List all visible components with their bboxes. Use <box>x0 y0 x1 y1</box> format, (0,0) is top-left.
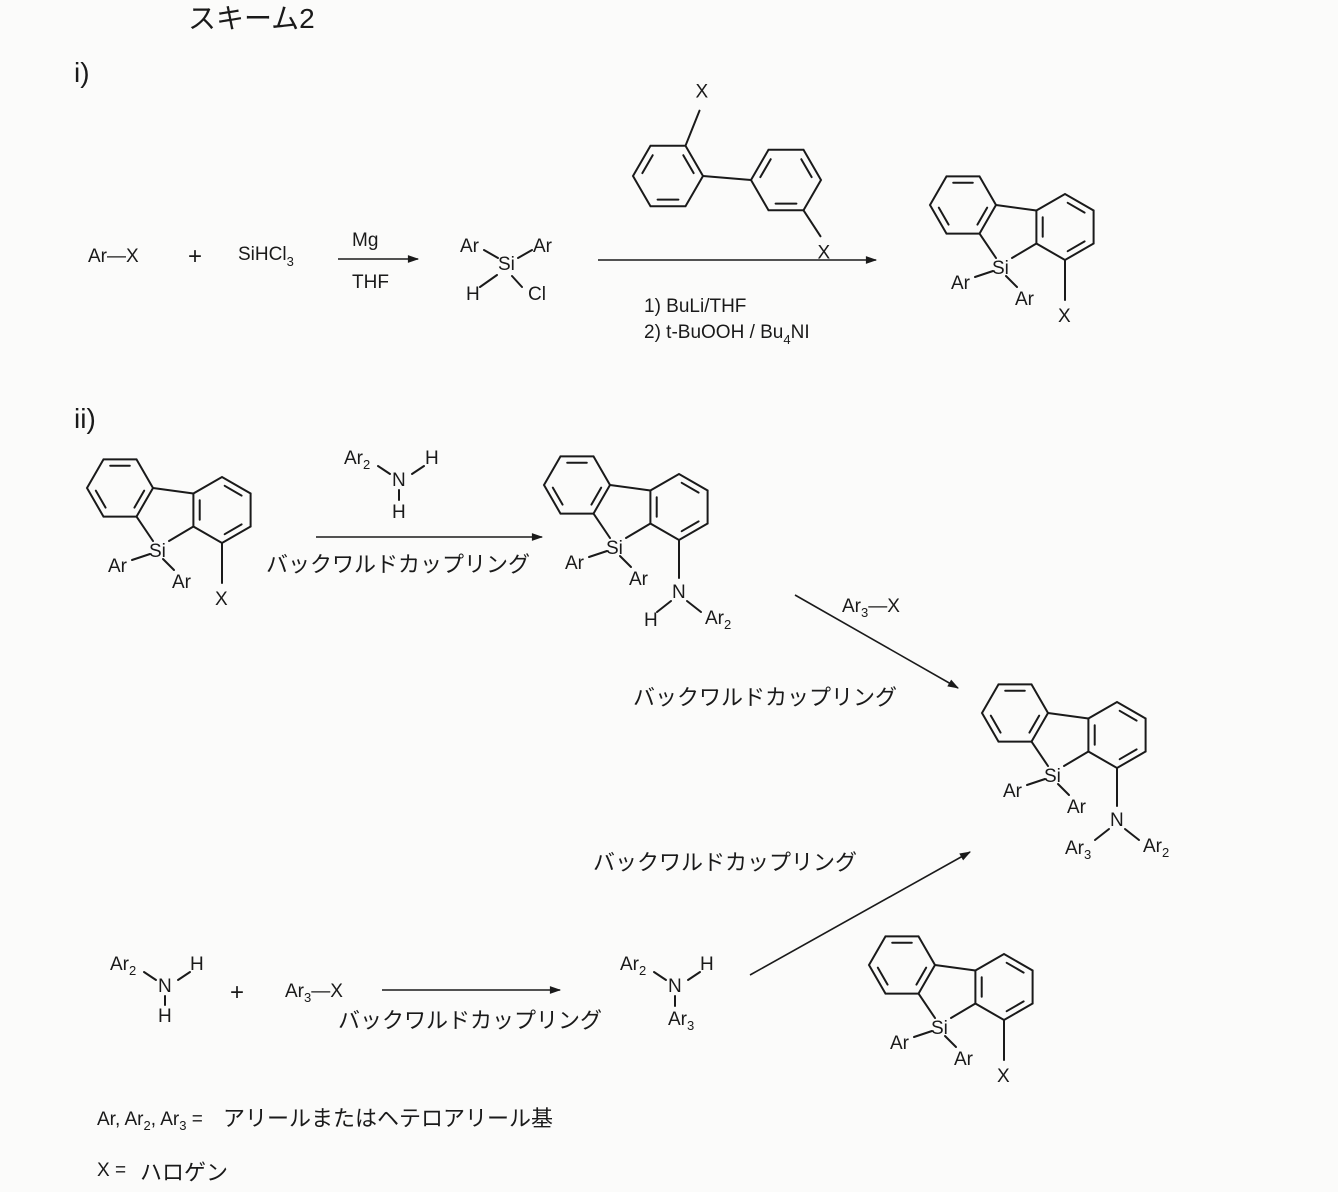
svg-text:Si: Si <box>498 254 515 275</box>
svg-text:N: N <box>392 470 406 491</box>
coupling-label: バックワルドカップリング <box>266 553 530 578</box>
halogen: X <box>696 82 709 103</box>
svg-text:Ar2: Ar2 <box>620 954 646 978</box>
svg-text:Ar2: Ar2 <box>344 448 370 472</box>
halo-dibenzosilole-start: SiArArX <box>87 459 251 610</box>
amine-reagent: Ar2 N H H <box>344 448 439 523</box>
svg-text:H: H <box>700 954 714 975</box>
coupling-label: バックワルドカップリング <box>593 851 857 876</box>
reagent-thf: THF <box>352 272 389 293</box>
halogen: X <box>215 589 228 610</box>
reagent-mg: Mg <box>352 230 378 251</box>
svg-text:H: H <box>466 284 480 305</box>
scheme-title: スキーム2 <box>188 3 315 34</box>
legend-aryl-symbols: Ar, Ar2, Ar3 = <box>97 1109 203 1133</box>
aryl-group: Ar <box>629 569 649 590</box>
part-ii-label: ii) <box>74 403 96 434</box>
svg-text:Ar2: Ar2 <box>110 954 136 978</box>
silicon-atom: Si <box>1044 766 1061 787</box>
halo-dibenzosilole-product: SiArArX <box>930 176 1094 327</box>
diarylchlorosilane: Ar Ar Si H Cl <box>460 236 553 305</box>
hydrogen: H <box>644 610 658 631</box>
nitrogen: N <box>1110 810 1124 831</box>
svg-text:Ar3: Ar3 <box>668 1009 694 1033</box>
part-i-label: i) <box>74 57 90 88</box>
plus-sign: + <box>188 243 202 270</box>
aryl-group: Ar <box>172 572 192 593</box>
svg-text:N: N <box>668 976 682 997</box>
halogen: X <box>997 1066 1010 1087</box>
svg-text:Ar: Ar <box>460 236 480 257</box>
aryl-group: Ar <box>890 1033 910 1054</box>
svg-text:H: H <box>392 502 406 523</box>
conditions-step-1: 1) BuLi/THF <box>644 296 746 317</box>
nitrogen: N <box>672 582 686 603</box>
aryl-group: Ar <box>108 556 128 577</box>
legend-aryl-definition: アリールまたはヘテロアリール基 <box>223 1107 553 1132</box>
aryl-group: Ar <box>954 1049 974 1070</box>
aryl-group: Ar <box>1015 289 1035 310</box>
silicon-atom: Si <box>931 1018 948 1039</box>
aryl-halide-reactant: Ar3—X <box>285 981 343 1005</box>
legend-x-definition: ハロゲン <box>140 1161 228 1186</box>
triarylamine-dibenzosilole-product: SiArArNAr3Ar2 <box>982 684 1169 862</box>
aryl2-group: Ar2 <box>705 608 731 632</box>
aryl-group: Ar <box>1003 781 1023 802</box>
silicon-atom: Si <box>606 538 623 559</box>
legend: Ar, Ar2, Ar3 = アリールまたはヘテロアリール基 X = ハロゲン <box>97 1107 553 1186</box>
svg-text:N: N <box>158 976 172 997</box>
silicon-atom: Si <box>149 541 166 562</box>
halogen: X <box>1058 306 1071 327</box>
conditions-step-2: 2) t-BuOOH / Bu4NI <box>644 322 810 347</box>
aryl2-group: Ar2 <box>1143 836 1169 860</box>
reactant-aryl-halide: Ar—X <box>88 246 139 267</box>
coupling-label: バックワルドカップリング <box>633 686 897 711</box>
aminodibenzosilole-intermediate: SiArArNHAr2 <box>544 456 731 632</box>
aryl-halide-reagent: Ar3—X <box>842 596 900 620</box>
svg-text:H: H <box>425 448 439 469</box>
aryl3-group: Ar3 <box>1065 838 1091 862</box>
halogen: X <box>818 242 831 263</box>
svg-text:Cl: Cl <box>528 284 546 305</box>
diarylamine-intermediate: Ar2 N H Ar3 <box>620 954 714 1033</box>
legend-x-symbol: X = <box>97 1160 126 1181</box>
amine-starting-material: Ar2 N H H <box>110 954 204 1027</box>
aryl-group: Ar <box>1067 797 1087 818</box>
silicon-atom: Si <box>992 258 1009 279</box>
aryl-group: Ar <box>951 273 971 294</box>
coupling-label: バックワルドカップリング <box>338 1009 602 1034</box>
reactant-trichlorosilane: SiHCl3 <box>238 244 294 269</box>
svg-text:Ar: Ar <box>533 236 553 257</box>
svg-text:H: H <box>190 954 204 975</box>
plus-sign: + <box>230 979 244 1006</box>
svg-text:H: H <box>158 1006 172 1027</box>
halo-dibenzosilole-reagent: SiArArX <box>869 936 1033 1087</box>
dihalobiphenyl: XX <box>633 82 831 264</box>
aryl-group: Ar <box>565 553 585 574</box>
